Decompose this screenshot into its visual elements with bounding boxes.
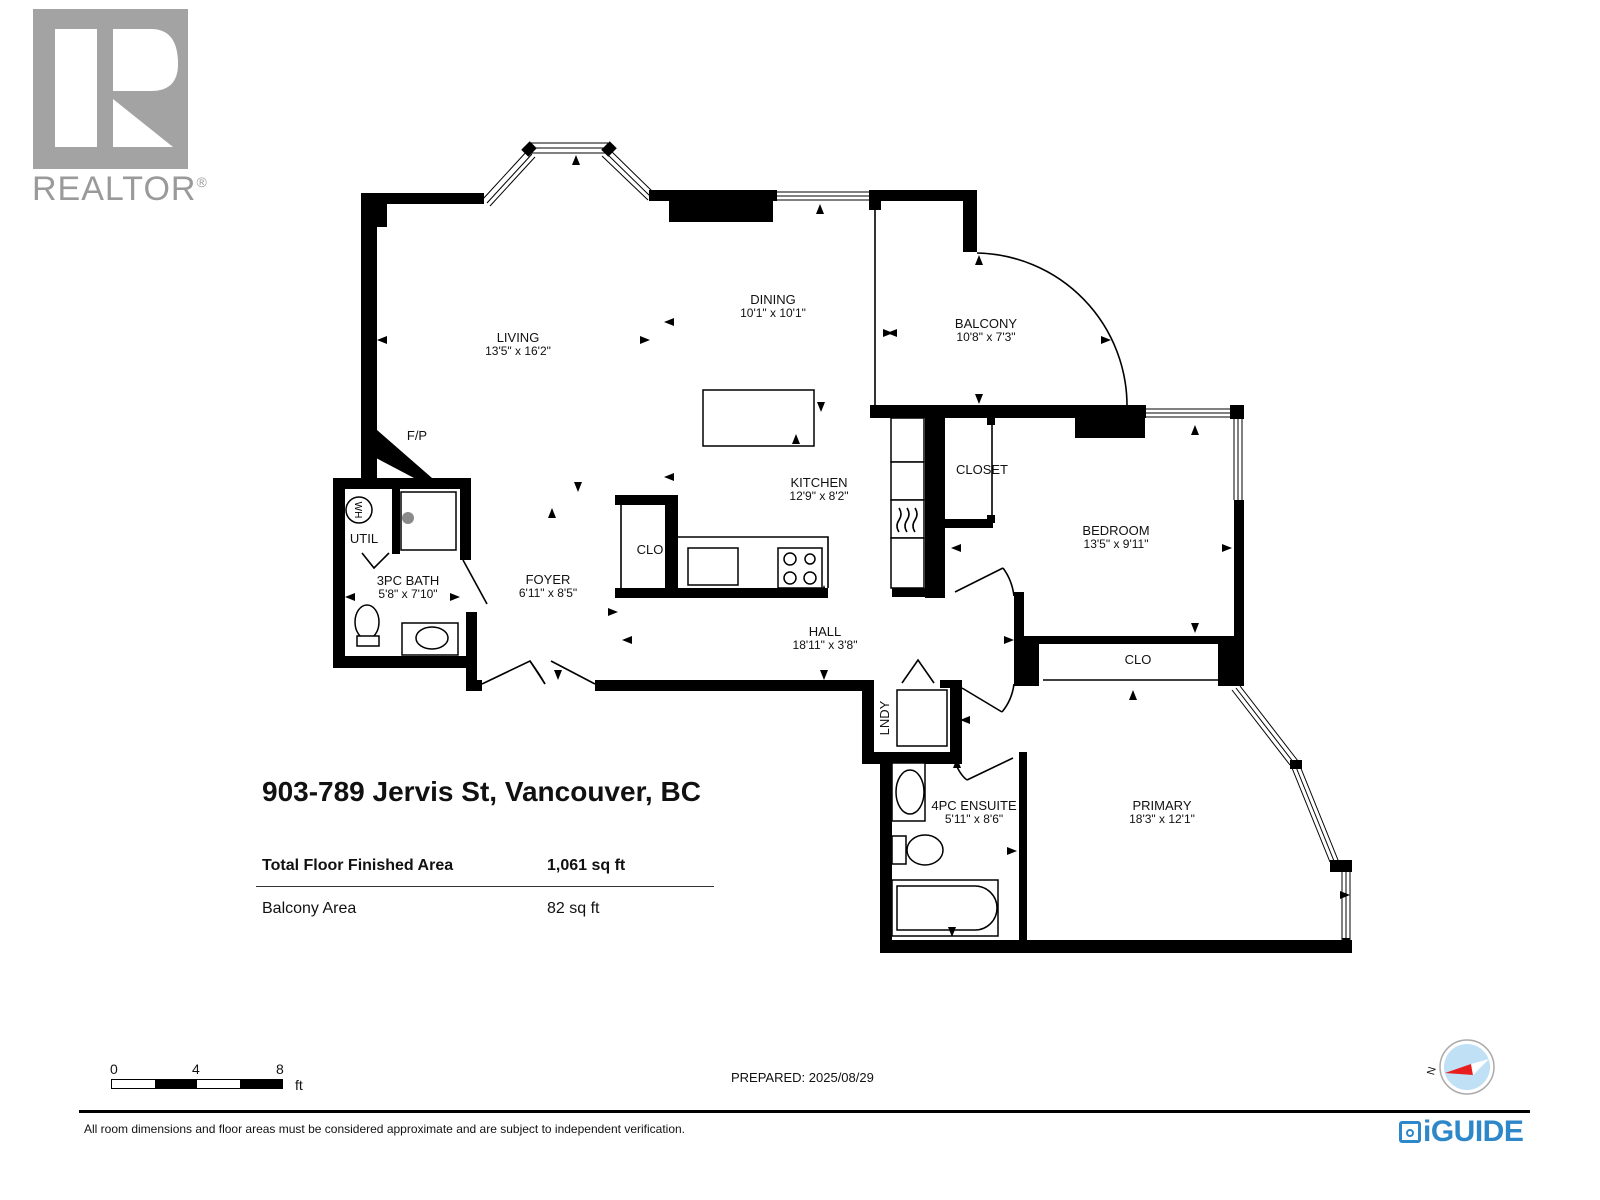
svg-text:DINING: DINING: [750, 292, 796, 307]
room-living: LIVING 13'5" x 16'2": [485, 330, 551, 358]
toilet-icon: [354, 604, 380, 640]
room-balcony: BALCONY 10'8" x 7'3": [955, 316, 1017, 344]
room-dining: DINING 10'1" x 10'1": [740, 292, 806, 320]
svg-text:12'9" x 8'2": 12'9" x 8'2": [789, 489, 848, 503]
prepared-date: PREPARED: 2025/08/29: [731, 1070, 874, 1085]
svg-text:4PC ENSUITE: 4PC ENSUITE: [931, 798, 1017, 813]
disclaimer: All room dimensions and floor areas must…: [84, 1122, 686, 1136]
room-hall: HALL 18'11" x 3'8": [793, 624, 858, 652]
compass-icon: [1439, 1039, 1495, 1095]
room-3pc-bath: 3PC BATH 5'8" x 7'10": [377, 573, 440, 601]
room-foyer: FOYER 6'11" x 8'5": [519, 572, 577, 600]
laundry-label: LNDY: [877, 700, 892, 735]
realtor-logo: [33, 9, 188, 169]
divider: [256, 886, 714, 887]
svg-text:BEDROOM: BEDROOM: [1082, 523, 1149, 538]
scale-unit: ft: [295, 1077, 303, 1093]
clo-kitchen-label: CLO: [637, 542, 664, 557]
kitchen-sink-icon: [687, 547, 739, 586]
svg-text:18'3" x 12'1": 18'3" x 12'1": [1129, 812, 1195, 826]
svg-text:13'5" x 16'2": 13'5" x 16'2": [485, 344, 551, 358]
bay-window: [482, 142, 655, 207]
footer-divider: [79, 1110, 1530, 1113]
room-primary: PRIMARY 18'3" x 12'1": [1129, 798, 1195, 826]
util-label: UTIL: [350, 531, 378, 546]
svg-text:3PC BATH: 3PC BATH: [377, 573, 440, 588]
sink-icon: [415, 626, 449, 650]
svg-text:5'8" x 7'10": 5'8" x 7'10": [378, 587, 437, 601]
svg-text:BALCONY: BALCONY: [955, 316, 1017, 331]
svg-text:6'11" x 8'5": 6'11" x 8'5": [519, 586, 577, 600]
area-value: 82 sq ft: [547, 900, 600, 917]
clo-primary-label: CLO: [1125, 652, 1152, 667]
iguide-logo: iGUIDE: [1399, 1115, 1524, 1149]
scale-bar: [111, 1079, 283, 1089]
svg-text:FOYER: FOYER: [526, 572, 571, 587]
svg-text:KITCHEN: KITCHEN: [790, 475, 847, 490]
realtor-wordmark: REALTOR®: [32, 170, 208, 208]
area-value: 1,061 sq ft: [547, 857, 626, 874]
svg-text:WH: WH: [352, 502, 363, 519]
svg-text:PRIMARY: PRIMARY: [1133, 798, 1192, 813]
room-bedroom: BEDROOM 13'5" x 9'11": [1082, 523, 1149, 551]
realtor-r-icon: [55, 29, 178, 147]
svg-text:LIVING: LIVING: [497, 330, 540, 345]
balcony-arc: [976, 252, 1128, 409]
room-kitchen: KITCHEN 12'9" x 8'2": [789, 475, 848, 503]
svg-text:18'11" x 3'8": 18'11" x 3'8": [793, 638, 858, 652]
closet-label: CLOSET: [956, 462, 1008, 477]
fireplace-label: F/P: [407, 428, 427, 443]
property-address: 903-789 Jervis St, Vancouver, BC: [262, 776, 701, 807]
room-4pc-ensuite: 4PC ENSUITE 5'11" x 8'6": [931, 798, 1017, 826]
svg-text:HALL: HALL: [809, 624, 842, 639]
svg-text:10'8" x 7'3": 10'8" x 7'3": [956, 330, 1015, 344]
svg-text:13'5" x 9'11": 13'5" x 9'11": [1084, 537, 1149, 551]
area-label: Total Floor Finished Area: [262, 857, 454, 874]
wall: [361, 193, 377, 483]
area-label: Balcony Area: [262, 900, 357, 917]
scale-ticks: 0 4 8: [110, 1061, 284, 1077]
svg-text:5'11" x 8'6": 5'11" x 8'6": [945, 812, 1003, 826]
iguide-mark-icon: [1399, 1121, 1421, 1143]
svg-text:10'1" x 10'1": 10'1" x 10'1": [740, 306, 806, 320]
water-heater-icon: [345, 496, 373, 524]
